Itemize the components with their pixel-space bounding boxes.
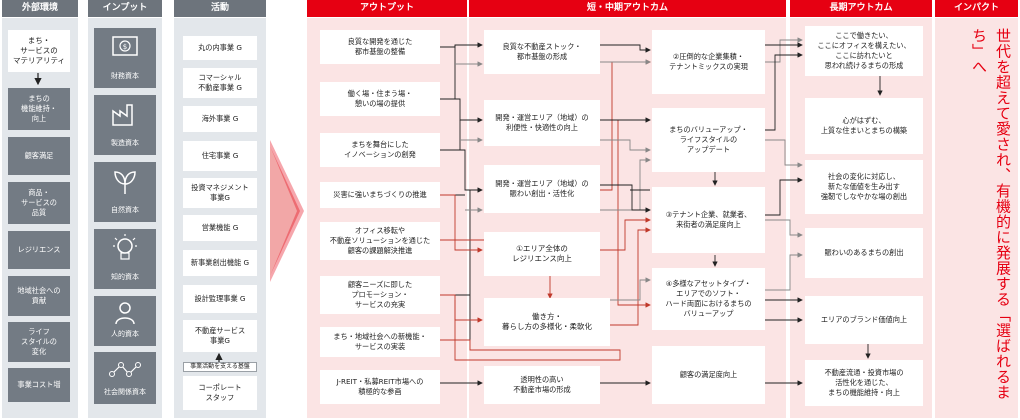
input-social: 社会関係資本 — [94, 352, 156, 404]
external-item: 事業コスト増 — [8, 368, 70, 402]
long-outcome-item: 不動産流通・投資市場の 活性化を通じた、 まちの機能維持・向上 — [805, 360, 923, 406]
input-human: 人的資本 — [94, 296, 156, 346]
activity-item: 不動産サービス 事業G — [183, 320, 257, 352]
person-icon — [115, 302, 135, 325]
external-item: レジリエンス — [8, 231, 70, 269]
output-header: アウトプット — [307, 0, 467, 17]
output-item: 良質な開発を通じた 都市基盤の整備 — [320, 30, 440, 64]
input-manufactured: 製造資本 — [94, 95, 156, 155]
input-label: 自然資本 — [111, 206, 139, 214]
output-item: 顧客ニーズに即した プロモーション・ サービスの充実 — [320, 276, 440, 314]
mid-outcome-item: ③テナント企業、就業者、 来街者の満足度向上 — [652, 187, 765, 253]
external-header: 外部環境 — [2, 0, 78, 17]
impact-panel — [935, 18, 1018, 418]
input-label: 人的資本 — [111, 330, 139, 338]
long-outcome-item: エリアのブランド価値向上 — [805, 296, 923, 344]
materiality-box: まち・ サービスの マテリアリティ — [8, 30, 70, 72]
network-icon — [109, 362, 141, 377]
mid-outcome-item: 顧客の満足度向上 — [652, 346, 765, 404]
mid-outcome-item: 開発・運営エリア（地域）の 利便性・快適性の向上 — [484, 100, 600, 146]
mid-outcome-item: 良質な不動産ストック・ 都市基盤の形成 — [484, 30, 600, 74]
output-item: オフィス移転や 不動産ソリューションを通じた 顧客の課題解決推進 — [320, 222, 440, 260]
long-outcome-item: 社会の変化に対応し、 新たな価値を生み出す 強靭でしなやかな場の創出 — [805, 160, 923, 214]
impact-statement: 世代を超えて愛され、有機的に発展する「選ばれるまち」へ — [970, 28, 1012, 400]
leaf-icon — [114, 171, 136, 194]
input-label: 財務資本 — [111, 72, 139, 80]
activity-item: 投資マネジメント 事業G — [183, 178, 257, 208]
input-label: 製造資本 — [111, 139, 139, 147]
mid-outcome-item: まちのバリューアップ・ ライフスタイルの アップデート — [652, 108, 765, 172]
input-header: インプット — [88, 0, 162, 17]
mid-outcome-item: ④多様なアセットタイプ・ エリアでのソフト・ ハード両面におけるまちの バリュー… — [652, 268, 765, 330]
external-item: 地域社会への 貢献 — [8, 276, 70, 316]
output-item: J-REIT・私募REIT市場への 積極的な参画 — [320, 370, 440, 404]
mid-outcome-item: ②圧倒的な企業集積・ テナントミックスの実現 — [652, 30, 765, 94]
long-header: 長期アウトカム — [790, 0, 932, 17]
output-item: まちを舞台にした イノベーションの創発 — [320, 133, 440, 167]
output-item: 働く場・住まう場・ 憩いの場の提供 — [320, 82, 440, 116]
external-item: ライフ スタイルの 変化 — [8, 322, 70, 362]
activity-item: 営業機能 G — [183, 215, 257, 241]
input-financial: $ 財務資本 — [94, 28, 156, 88]
activity-foundation-note: 事業活動を支える基盤 — [183, 362, 257, 372]
input-label: 社会関係資本 — [104, 388, 146, 396]
mid-header: 短・中期アウトカム — [469, 0, 786, 17]
output-item: まち・地域社会への新機能・ サービスの実装 — [320, 327, 440, 357]
impact-column: インパクト — [935, 0, 1018, 420]
activity-item: 海外事業 G — [183, 106, 257, 132]
activity-header: 活動 — [174, 0, 266, 17]
input-label: 知的資本 — [111, 273, 139, 281]
activity-item: 設計監理事業 G — [183, 285, 257, 313]
impact-header: インパクト — [935, 0, 1018, 17]
input-intellectual: 知的資本 — [94, 229, 156, 289]
lightbulb-icon — [113, 234, 137, 260]
external-item: 顧客満足 — [8, 137, 70, 175]
input-natural: 自然資本 — [94, 162, 156, 222]
long-outcome-item: 心がはずむ、 上質な住まいとまちの構築 — [805, 98, 923, 154]
activity-item: 住宅事業 G — [183, 141, 257, 171]
mid-outcome-item: 開発・運営エリア（地域）の 賑わい創出・活性化 — [484, 165, 600, 213]
mid-outcome-item: ①エリア全体の レジリエンス向上 — [484, 232, 600, 276]
external-item: まちの 機能維持・ 向上 — [8, 88, 70, 130]
activity-item: 新事業創出機能 G — [183, 250, 257, 276]
activity-item: コーポレート スタッフ — [183, 376, 257, 410]
long-column: 長期アウトカム — [790, 0, 932, 420]
mid-outcome-item: 働き方・ 暮らし方の多様化・柔軟化 — [484, 298, 610, 346]
activity-item: コマーシャル 不動産事業 G — [183, 68, 257, 98]
long-outcome-item: ここで働きたい、 ここにオフィスを構えたい、 ここに訪れたいと 思われ続けるまち… — [805, 26, 923, 76]
mid-outcome-item: 透明性の高い 不動産市場の形成 — [484, 366, 600, 404]
activity-item: 丸の内事業 G — [183, 36, 257, 60]
long-outcome-item: 賑わいのあるまちの創出 — [805, 228, 923, 278]
svg-text:$: $ — [123, 43, 127, 51]
long-panel — [790, 18, 932, 418]
external-item: 商品・ サービスの 品質 — [8, 182, 70, 224]
factory-icon — [112, 104, 133, 126]
output-item: 災害に強いまちづくりの推進 — [320, 182, 440, 208]
money-icon: $ — [112, 36, 138, 56]
